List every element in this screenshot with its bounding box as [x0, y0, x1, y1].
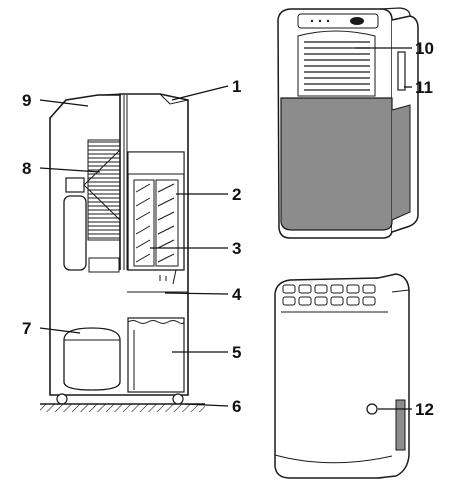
callout-12: 12 [415, 400, 434, 419]
callout-5: 5 [232, 343, 241, 362]
callout-6: 6 [232, 397, 241, 416]
condensate-drip [159, 269, 177, 285]
tank-panel [280, 97, 393, 231]
callout-2: 2 [232, 185, 241, 204]
fan-hub [83, 149, 121, 221]
fan-motor [65, 177, 85, 193]
evaporator-fins [133, 179, 179, 267]
callout-3: 3 [232, 239, 241, 258]
rear-body [274, 277, 393, 479]
cross-section-view [40, 93, 205, 412]
caster-right [172, 393, 184, 405]
front-view-unit [277, 7, 419, 239]
water-tank [127, 317, 185, 393]
caster-left [56, 393, 68, 405]
control-knob [350, 17, 364, 25]
front-grille-frame [297, 30, 376, 97]
control-panel [297, 13, 379, 29]
drain-outlet [366, 403, 378, 415]
rear-top-vents [282, 284, 376, 306]
compressor [63, 327, 121, 391]
callout-4: 4 [232, 285, 242, 304]
callout-7: 7 [22, 319, 31, 338]
side-handle [397, 51, 406, 91]
leader-lines [39, 47, 412, 410]
callout-10: 10 [415, 39, 434, 58]
rear-side-vent [395, 399, 406, 451]
callout-11: 11 [415, 78, 433, 97]
front-grille-louvres [304, 41, 370, 91]
top-cover [97, 93, 189, 105]
callout-9: 9 [22, 91, 31, 110]
fan-grille [87, 139, 121, 241]
callout-8: 8 [22, 159, 31, 178]
floor-hatching [40, 404, 205, 412]
rear-view-unit [274, 273, 410, 479]
receiver-cylinder [63, 195, 87, 271]
callout-1: 1 [232, 77, 241, 96]
callout-labels: 1 2 3 4 5 6 7 8 9 10 11 12 [22, 39, 434, 419]
water-surface [127, 320, 185, 324]
